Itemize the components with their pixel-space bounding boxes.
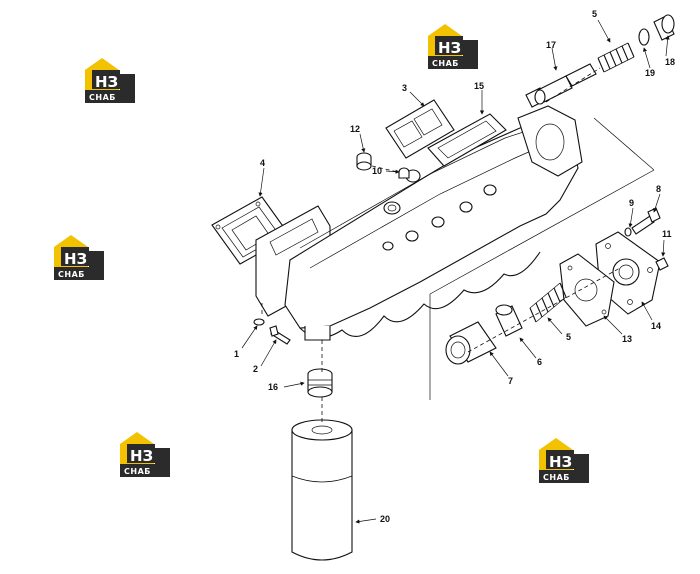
leader-lines [241, 19, 670, 524]
callout-17: 17 [546, 40, 556, 50]
bolt-8 [631, 207, 661, 235]
callout-1: 1 [234, 349, 239, 359]
logo-watermark: НЗ СНАБ [120, 432, 170, 477]
logo-bottom-text: СНАБ [543, 473, 570, 482]
logo-bottom-text: СНАБ [89, 93, 116, 102]
callout-labels: 1 2 3 4 5 5 6 7 8 9 10 11 12 13 14 15 16… [234, 9, 675, 524]
callout-14: 14 [651, 321, 661, 331]
oil-filter-20 [291, 419, 353, 561]
logo-top-text: НЗ [130, 447, 153, 465]
logo-watermark: НЗ СНАБ [539, 438, 589, 483]
logo-bottom-text: СНАБ [432, 59, 459, 68]
gasket-13 [559, 253, 615, 327]
gasket-3 [385, 99, 455, 159]
bolt-11 [655, 257, 669, 271]
sleeve-7 [445, 321, 497, 365]
logo-bottom-text: СНАБ [124, 467, 151, 476]
spring-5 [529, 282, 567, 323]
callout-19: 19 [645, 68, 655, 78]
callout-20: 20 [380, 514, 390, 524]
valve-assembly-top [525, 14, 675, 108]
logo-watermark: НЗ СНАБ [54, 235, 104, 280]
logo-bottom-text: СНАБ [58, 270, 85, 279]
callout-4: 4 [260, 158, 265, 168]
logo-top-text: НЗ [95, 73, 118, 91]
piston-6 [495, 304, 523, 337]
callout-7: 7 [508, 376, 513, 386]
washer-1 [253, 318, 265, 326]
logo-top-text: НЗ [549, 453, 572, 471]
callout-5-top: 5 [592, 9, 597, 19]
callout-2: 2 [253, 364, 258, 374]
callout-8: 8 [656, 184, 661, 194]
logo-top-text: НЗ [438, 39, 461, 57]
callout-18: 18 [665, 57, 675, 67]
alignment-lines [261, 67, 655, 424]
callout-3: 3 [402, 83, 407, 93]
oil-cooler-housing [255, 105, 583, 341]
callout-9: 9 [629, 198, 634, 208]
gasket-15 [427, 113, 507, 167]
adapter-16 [307, 368, 333, 398]
logo-watermark: НЗ СНАБ [85, 58, 135, 103]
callout-11: 11 [662, 229, 672, 239]
callout-12: 12 [350, 124, 360, 134]
washer-9 [624, 227, 632, 237]
fitting-10 [398, 167, 410, 179]
callout-5-right: 5 [566, 332, 571, 342]
plug-12 [356, 152, 372, 171]
logo-top-text: НЗ [64, 250, 87, 268]
bolt-2 [269, 325, 291, 345]
logo-watermark: НЗ СНАБ [428, 24, 478, 69]
callout-15: 15 [474, 81, 484, 91]
callout-10: 10 [372, 166, 382, 176]
callout-6: 6 [537, 357, 542, 367]
callout-13: 13 [622, 334, 632, 344]
callout-16: 16 [268, 382, 278, 392]
